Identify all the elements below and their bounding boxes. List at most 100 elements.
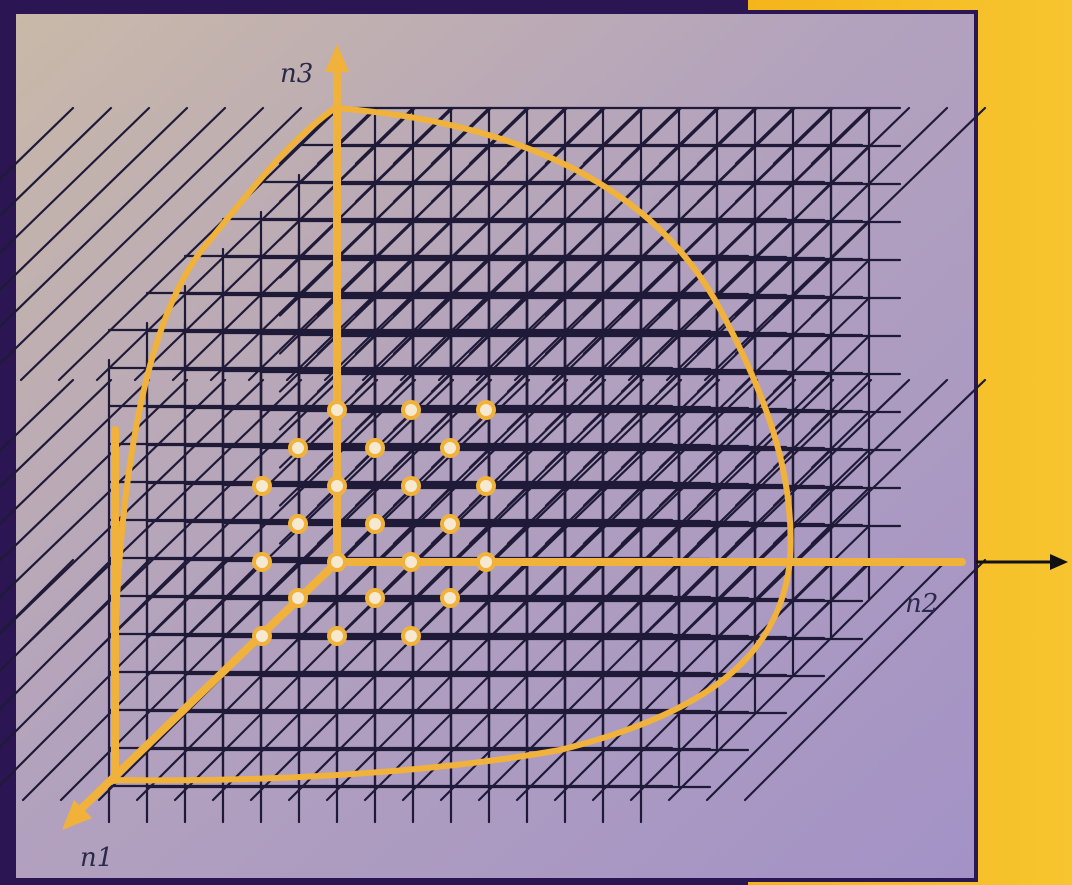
grid-diagonal	[810, 410, 871, 469]
axis-label-n1: n1	[80, 843, 113, 873]
lattice-point	[288, 588, 308, 608]
grid-diagonal-long	[0, 378, 189, 562]
n1-arrow-icon	[62, 800, 92, 830]
lattice-point	[252, 552, 272, 572]
grid-diagonal	[316, 106, 377, 165]
grid-diagonal-long	[401, 558, 645, 802]
grid-diagonal-long	[665, 106, 949, 382]
grid-diagonal-long	[0, 558, 227, 787]
grid-diagonal-long	[0, 558, 189, 749]
grid-diagonal-long	[627, 378, 911, 652]
grid-diagonal-long	[0, 106, 189, 292]
lattice-points	[252, 400, 496, 646]
lattice-point	[401, 626, 421, 646]
grid-diagonal-long	[627, 106, 911, 382]
grid-diagonal-long	[437, 106, 721, 382]
grid-diagonal-long	[363, 558, 607, 802]
grid-diagonal-long	[0, 106, 265, 366]
grid-diagonal-long	[475, 106, 759, 382]
grid-diagonal	[810, 334, 871, 393]
grid-diagonal-long	[665, 378, 949, 652]
grid-diagonal	[810, 258, 871, 317]
grid-diagonal	[810, 296, 871, 355]
grid-diagonal	[506, 106, 567, 165]
lattice-point	[327, 476, 347, 496]
lattice-point	[252, 476, 272, 496]
grid-diagonal	[772, 106, 833, 165]
arc-n3-n2	[332, 105, 794, 563]
lattice-point	[476, 552, 496, 572]
grid-diagonal-long	[591, 558, 835, 802]
grid-diagonal-long	[629, 558, 873, 802]
grid-diagonal-long	[133, 106, 417, 382]
grid-diagonal-long	[21, 558, 265, 802]
grid-diagonal-long	[513, 106, 797, 382]
grid-diagonal-long	[133, 378, 417, 652]
lattice-point	[476, 476, 496, 496]
grid-diagonal-long	[0, 558, 151, 711]
grid-diagonal-long	[513, 378, 797, 652]
grid-diagonal-long	[171, 378, 455, 652]
grid-diagonal-long	[399, 106, 683, 382]
grid-diagonal-long	[589, 106, 873, 382]
grid-diagonal-long	[551, 378, 835, 652]
lattice-point	[365, 514, 385, 534]
grid-diagonal-long	[285, 378, 569, 652]
grid-diagonal-long	[703, 378, 987, 652]
lattice-point	[288, 514, 308, 534]
axis-label-n2: n2	[905, 589, 938, 619]
grid-diagonal-long	[743, 558, 987, 802]
lattice-point	[327, 626, 347, 646]
grid-diagonal	[430, 106, 491, 165]
grid-diagonal-long	[211, 558, 455, 802]
grid-diagonal-long	[135, 558, 379, 802]
lattice-point	[327, 400, 347, 420]
lattice-point	[401, 476, 421, 496]
grid-diagonal	[810, 106, 871, 165]
grid-diagonal-long	[287, 558, 531, 802]
grid-diagonal-long	[515, 558, 759, 802]
grid-diagonal-long	[19, 378, 303, 652]
grid-diagonal-long	[361, 378, 645, 652]
n3-arrow-icon	[325, 44, 349, 72]
grid-diagonal-long	[589, 378, 873, 652]
grid-diagonal-long	[437, 378, 721, 652]
lattice-point	[401, 552, 421, 572]
grid-diagonal	[810, 448, 871, 507]
grid-diagonal	[810, 486, 871, 545]
grid-diagonal	[544, 106, 605, 165]
grid-diagonal-long	[57, 378, 341, 652]
grid-diagonal-long	[95, 106, 379, 382]
lattice-point	[401, 400, 421, 420]
grid-diagonal	[582, 106, 643, 165]
lattice-point	[440, 514, 460, 534]
grid-diagonal-long	[209, 378, 493, 652]
grid-diagonal-long	[0, 106, 113, 218]
grid-diagonal-long	[171, 106, 455, 382]
grid-diagonal-long	[705, 558, 949, 802]
grid-diagonal-long	[361, 106, 645, 382]
grid-diagonal	[658, 106, 719, 165]
grid-diagonal-long	[477, 558, 721, 802]
axis-label-n3: n3	[280, 59, 313, 89]
grid-diagonal-long	[247, 106, 531, 382]
grid-diagonal	[620, 106, 681, 165]
grid-diagonal-long	[0, 378, 75, 452]
arc-n2-n1	[112, 557, 793, 784]
cubic-grid	[0, 106, 987, 824]
output-arrow-icon	[1050, 554, 1068, 570]
grid-diagonal-long	[0, 106, 75, 181]
grid-diagonal-long	[553, 558, 797, 802]
grid-diagonal	[696, 106, 757, 165]
grid-diagonal-long	[59, 558, 303, 802]
grid-diagonal-long	[703, 106, 987, 382]
grid-diagonal	[810, 372, 871, 431]
grid-diagonal-long	[325, 558, 569, 802]
grid-diagonal-long	[0, 378, 113, 489]
lattice-point	[365, 438, 385, 458]
grid-diagonal-long	[551, 106, 835, 382]
grid-diagonal	[392, 106, 453, 165]
grid-diagonal-long	[19, 106, 303, 382]
grid-diagonal-long	[475, 378, 759, 652]
